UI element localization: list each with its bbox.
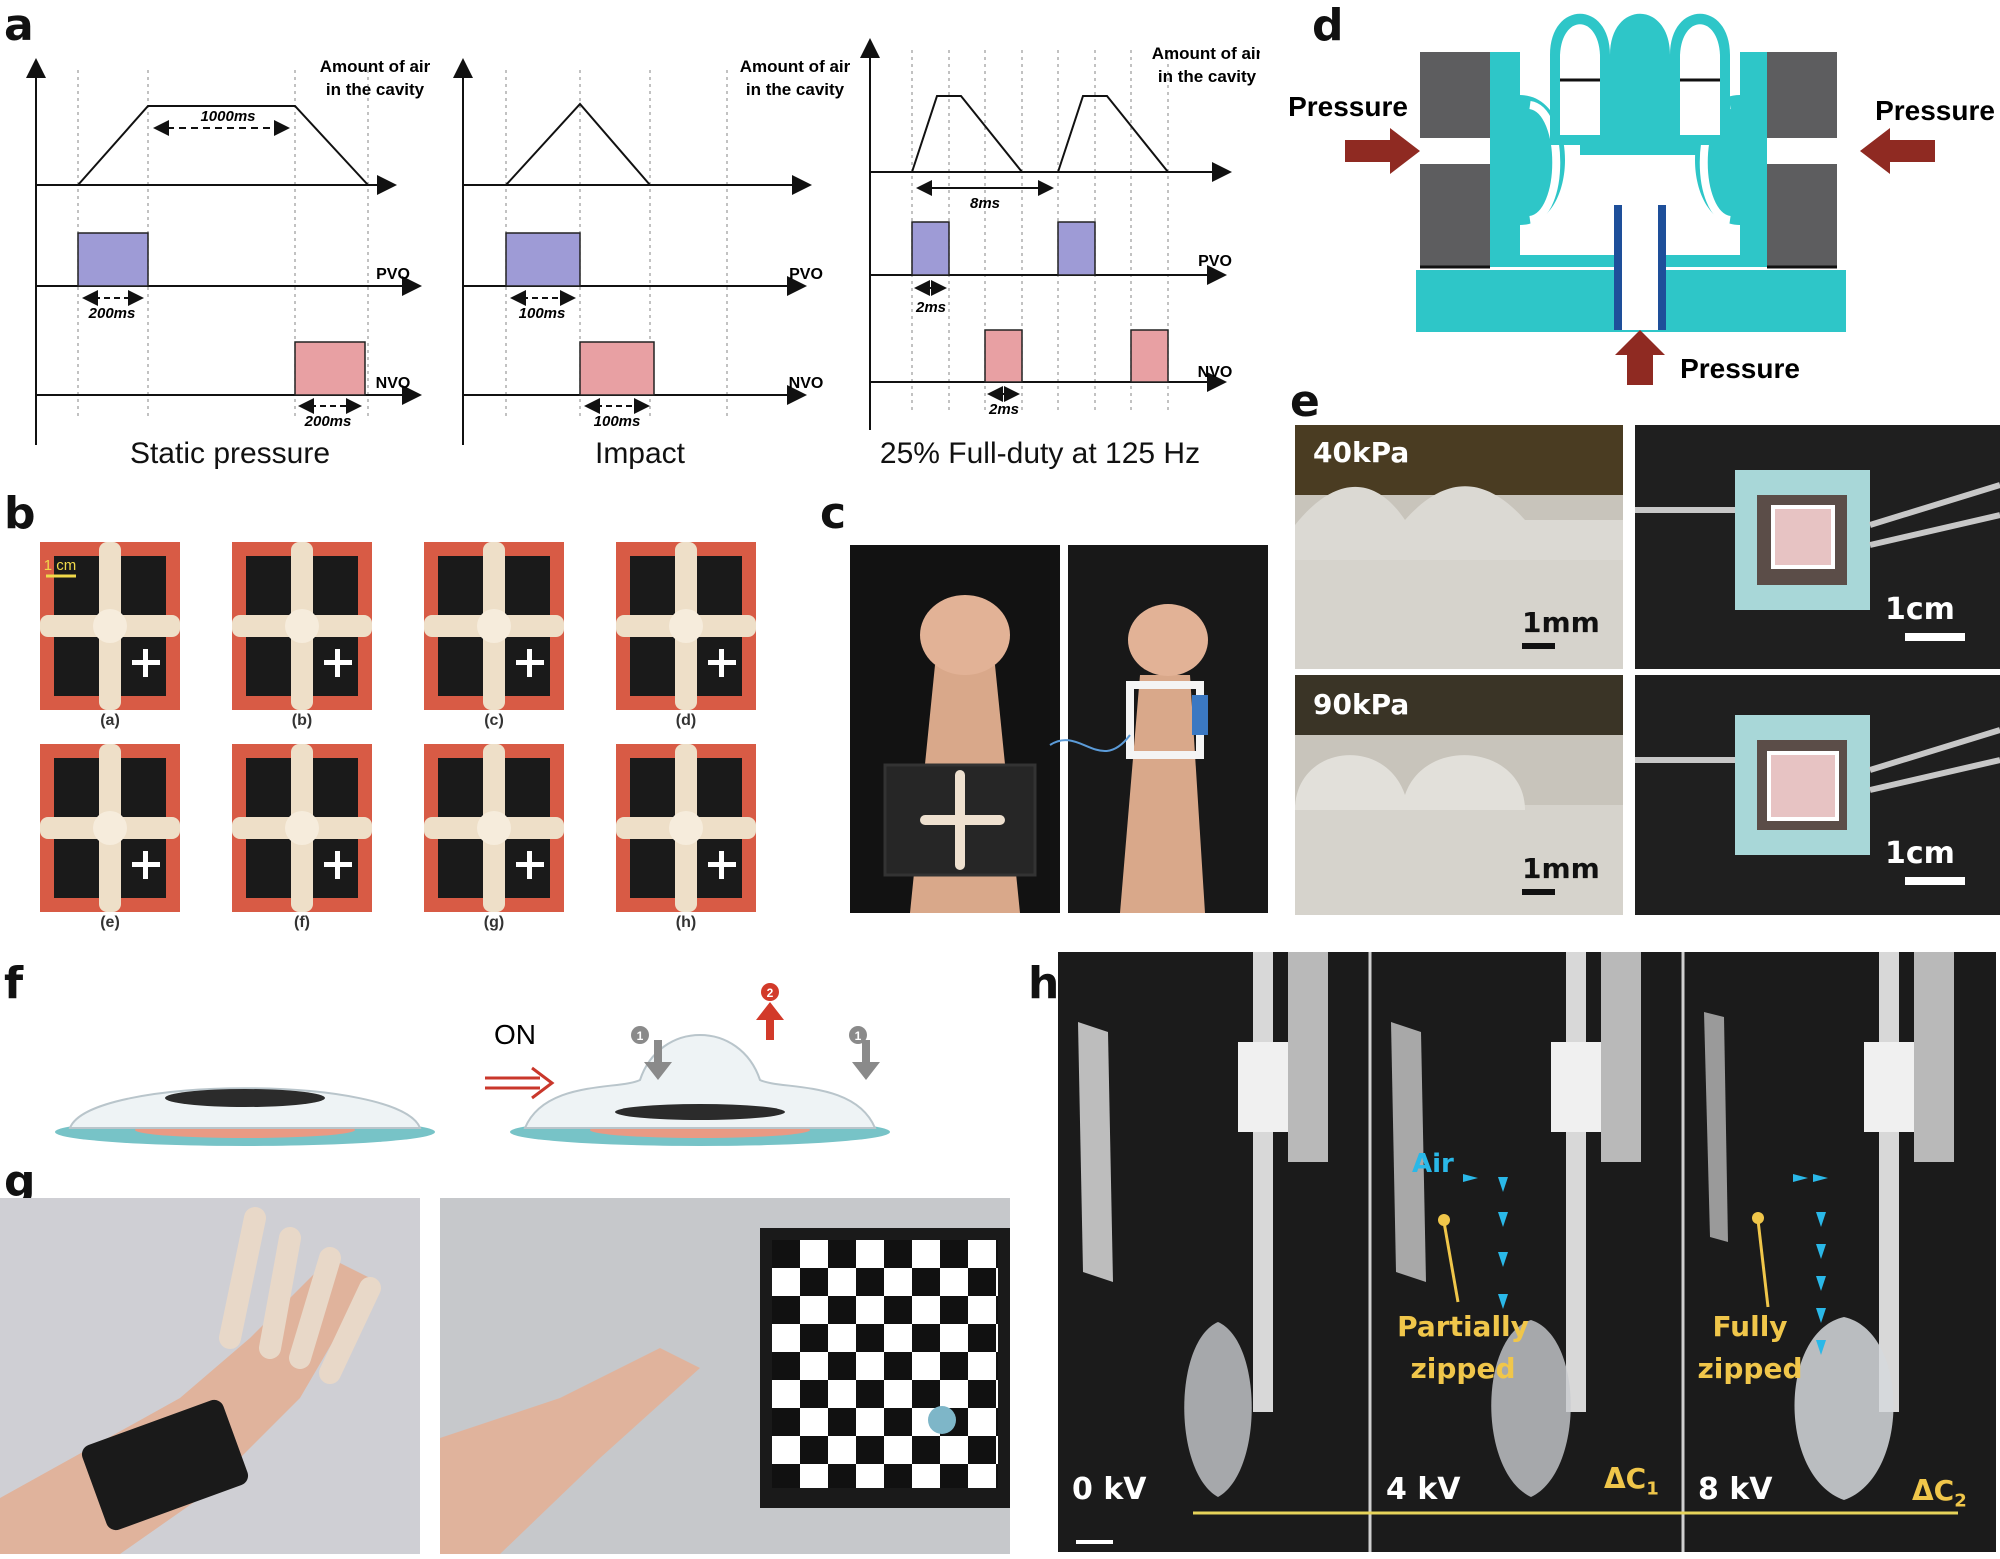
marker-1-right: 1 bbox=[855, 1029, 862, 1043]
marker-1-left: 1 bbox=[637, 1029, 644, 1043]
scale-1cm-bottom: 1cm bbox=[1885, 836, 1955, 871]
pvo-label: PVO bbox=[1198, 253, 1232, 270]
nvo-pulse bbox=[1130, 329, 1169, 383]
caption-impact: Impact bbox=[594, 437, 686, 470]
chart-static-pressure bbox=[26, 58, 422, 445]
pressure-label-right: Pressure bbox=[1875, 95, 1995, 126]
air-label-line1: Amount of air bbox=[740, 57, 851, 76]
panel-c-wrist-photos bbox=[850, 545, 1268, 913]
panel-a-timing-charts: Amount of air in the cavity 1000ms PVO 2… bbox=[26, 38, 1260, 445]
pvo-duration: 100ms bbox=[519, 305, 566, 322]
apparatus bbox=[1391, 952, 1641, 1497]
duration-label: 1000ms bbox=[200, 108, 255, 125]
fully-zipped-line1: Fully bbox=[1712, 1310, 1788, 1343]
chart-impact bbox=[453, 58, 812, 445]
air-label-line2: in the cavity bbox=[326, 80, 425, 99]
caption-full-duty: 25% Full-duty at 125 Hz bbox=[879, 437, 1201, 470]
pressure-arrow-bottom bbox=[1615, 330, 1665, 385]
nvo-pulse bbox=[579, 341, 655, 396]
chart-25pct-duty bbox=[860, 38, 1232, 430]
subpanel-label: (c) bbox=[484, 712, 504, 729]
pressure-40kpa-label: 40kPa bbox=[1313, 436, 1410, 469]
nvo-label: NVO bbox=[1198, 364, 1233, 381]
panel-letter-f: f bbox=[4, 958, 24, 1009]
pressure-arrow-left bbox=[1345, 128, 1420, 174]
scale-1mm-top: 1mm bbox=[1522, 606, 1600, 639]
scale-bar-1cm: 1 cm bbox=[44, 557, 77, 574]
subpanel-label: (e) bbox=[100, 914, 120, 931]
subpanel-label: (h) bbox=[675, 914, 697, 931]
voltage-8kv: 8 kV bbox=[1698, 1472, 1773, 1507]
apparatus bbox=[1078, 952, 1328, 1497]
air-label-line2: in the cavity bbox=[746, 80, 845, 99]
pvo-label: PVO bbox=[789, 266, 823, 283]
panel-letter-g: g bbox=[4, 1156, 36, 1207]
panel-letter-e: e bbox=[1290, 376, 1320, 427]
air-label-line2: in the cavity bbox=[1158, 67, 1257, 86]
checkerboard-screen bbox=[772, 1240, 998, 1488]
subpanel-label: (a) bbox=[100, 712, 120, 729]
pvo-duration: 2ms bbox=[915, 299, 946, 316]
marker-2: 2 bbox=[767, 986, 774, 1000]
pvo-pulse bbox=[911, 221, 950, 276]
delta-c1-label: ΔC1 bbox=[1604, 1462, 1659, 1500]
pressure-label-bottom: Pressure bbox=[1680, 353, 1800, 384]
panel-letter-d: d bbox=[1312, 0, 1344, 51]
panel-letter-h: h bbox=[1028, 958, 1060, 1009]
on-label: ON bbox=[494, 1019, 536, 1050]
pvo-label: PVO bbox=[376, 266, 410, 283]
subpanel-label: (g) bbox=[483, 914, 505, 931]
nvo-duration: 200ms bbox=[304, 413, 352, 430]
delta-c2-label: ΔC2 bbox=[1912, 1474, 1967, 1512]
period-label: 8ms bbox=[970, 195, 1000, 212]
pvo-duration: 200ms bbox=[88, 305, 136, 322]
pvo-pulse bbox=[505, 232, 581, 287]
pressure-90kpa-label: 90kPa bbox=[1313, 688, 1410, 721]
nvo-label: NVO bbox=[789, 375, 824, 392]
panel-h-zipping-photos bbox=[1058, 952, 1996, 1552]
air-label-line1: Amount of air bbox=[320, 57, 431, 76]
pressure-label-left: Pressure bbox=[1288, 91, 1408, 122]
nvo-label: NVO bbox=[376, 375, 411, 392]
voltage-4kv: 4 kV bbox=[1386, 1472, 1461, 1507]
panel-letter-c: c bbox=[820, 488, 847, 539]
partially-zipped-line1: Partially bbox=[1397, 1310, 1529, 1343]
subpanel-label: (f) bbox=[294, 914, 310, 931]
panel-letter-a: a bbox=[4, 0, 34, 51]
scale-1mm-bottom: 1mm bbox=[1522, 852, 1600, 885]
voltage-0kv: 0 kV bbox=[1072, 1472, 1147, 1507]
air-label: Air bbox=[1412, 1149, 1454, 1179]
panel-f-actuator-schematic: ON 1 2 1 bbox=[55, 983, 890, 1146]
pressure-arrow-right bbox=[1860, 128, 1935, 174]
pvo-pulse bbox=[77, 232, 149, 287]
air-label-line1: Amount of air bbox=[1152, 44, 1260, 63]
nvo-pulse bbox=[294, 341, 366, 396]
panel-e-photos bbox=[1295, 425, 2000, 915]
panel-letter-b: b bbox=[4, 488, 36, 539]
panel-b-actuator-grid: 1 cm bbox=[40, 542, 756, 912]
apparatus bbox=[1704, 952, 1954, 1500]
partially-zipped-line2: zipped bbox=[1410, 1352, 1516, 1385]
nvo-duration: 2ms bbox=[988, 401, 1019, 418]
fully-zipped-line2: zipped bbox=[1697, 1352, 1803, 1385]
pvo-pulse bbox=[1057, 221, 1096, 276]
panel-d-actuator-diagram: Pressure Pressure Pressure bbox=[1288, 13, 1995, 385]
caption-static-pressure: Static pressure bbox=[129, 437, 331, 470]
nvo-duration: 100ms bbox=[594, 413, 641, 430]
nvo-pulse bbox=[984, 329, 1023, 383]
scale-1cm-top: 1cm bbox=[1885, 592, 1955, 627]
subpanel-label: (b) bbox=[291, 712, 313, 729]
subpanel-label: (d) bbox=[675, 712, 697, 729]
